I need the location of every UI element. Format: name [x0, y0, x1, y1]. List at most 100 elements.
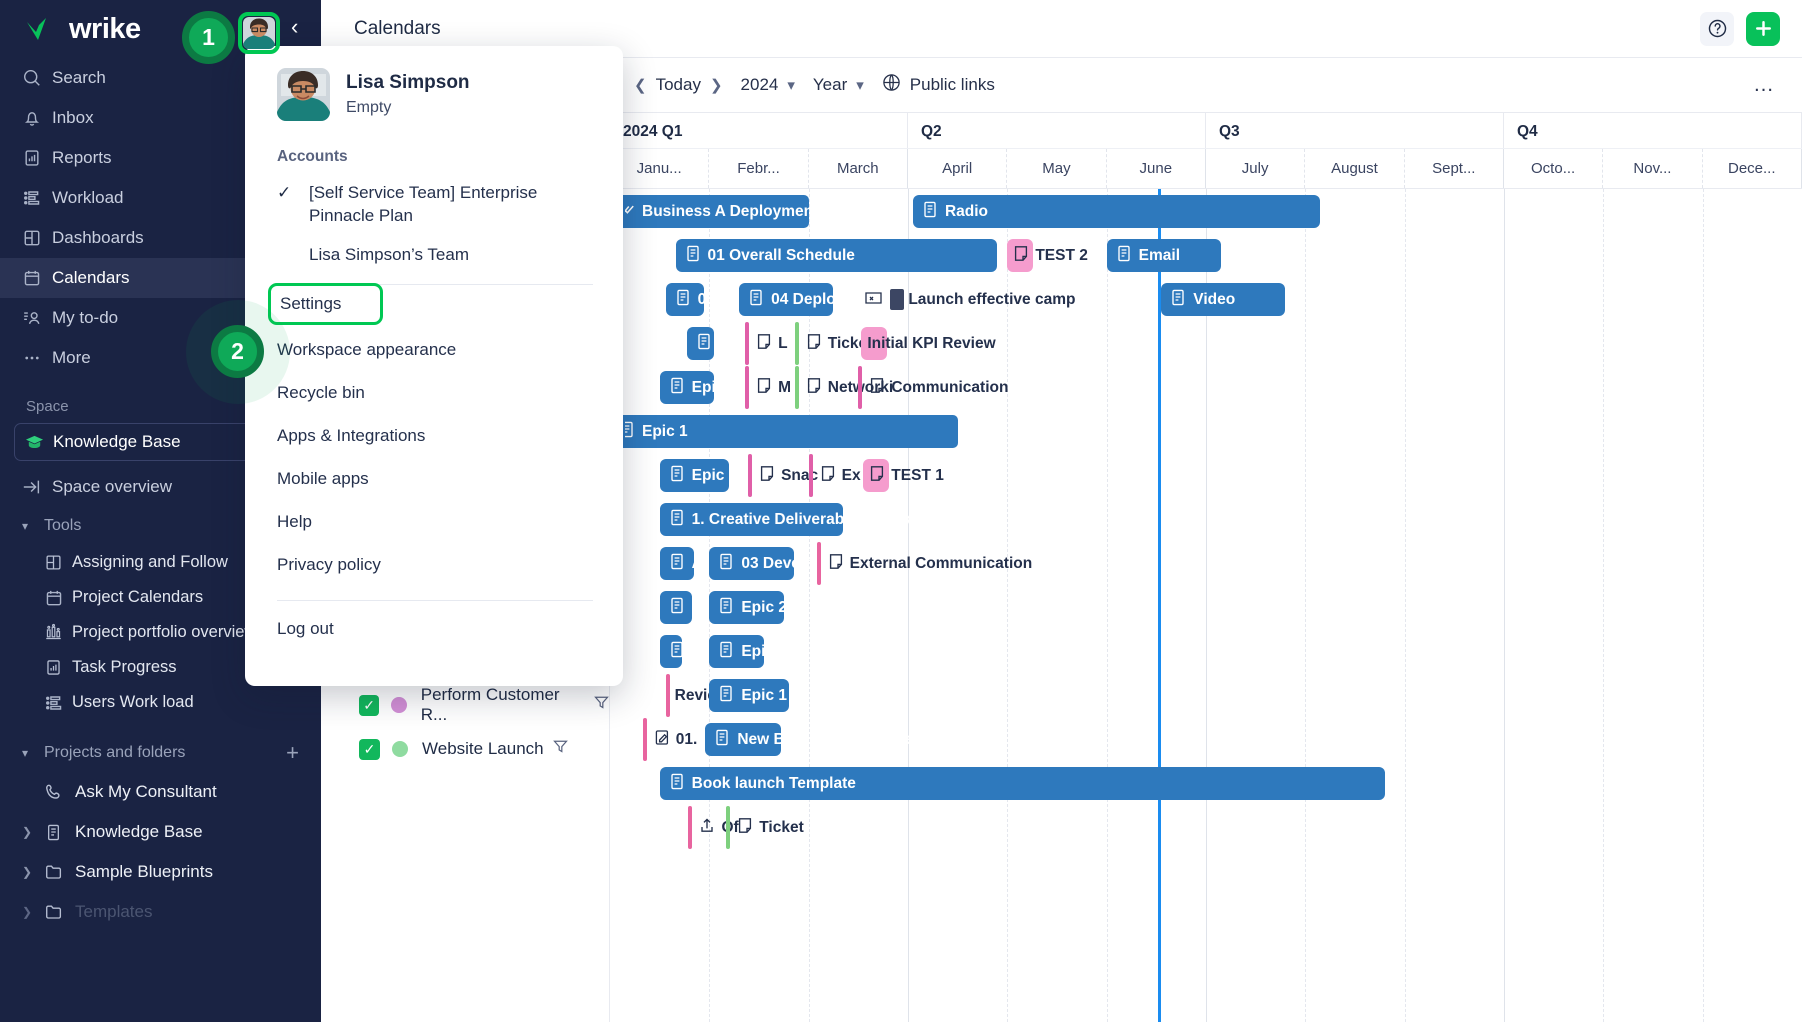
note-icon	[869, 465, 885, 487]
chevron-right-icon[interactable]: ❯	[709, 77, 723, 94]
task-checkbox[interactable]: ✓	[359, 738, 380, 760]
menu-item-mobile-apps[interactable]: Mobile apps	[277, 468, 369, 488]
filter-icon[interactable]	[594, 695, 609, 715]
collapse-sidebar-icon[interactable]: ‹	[291, 14, 299, 39]
create-button[interactable]	[1746, 11, 1780, 46]
today-button[interactable]: Today	[655, 75, 701, 94]
tool-item-project-portfolio-overview[interactable]: Project portfolio overview	[0, 615, 321, 650]
sidebar-item-inbox[interactable]: Inbox	[0, 98, 321, 138]
note-icon	[759, 465, 775, 487]
task-list-item[interactable]: ✓Perform Customer R...	[321, 683, 609, 727]
space-name: Knowledge Base	[53, 432, 181, 451]
gantt-bar[interactable]: Radio	[912, 195, 1321, 228]
avatar-button[interactable]	[243, 17, 275, 49]
account-option[interactable]: Lisa Simpson’s Team	[245, 228, 623, 266]
sidebar-item-more[interactable]: More	[0, 338, 321, 378]
gantt-bar[interactable]: Epic 3	[659, 371, 737, 404]
note-icon	[756, 333, 772, 355]
year-selector[interactable]: 2024 ▾	[741, 75, 795, 95]
gantt-bar[interactable]: Video	[1161, 283, 1286, 316]
scale-selector[interactable]: Year ▾	[813, 75, 864, 95]
gantt-bar[interactable]: Book launch Template	[659, 767, 1385, 800]
month-header-cell: July	[1206, 149, 1306, 188]
task-list-item[interactable]: ✓Website Launch	[321, 727, 609, 771]
gantt-bar[interactable]: Mu	[659, 591, 714, 624]
gantt-bar[interactable]: 02	[687, 327, 737, 360]
project-item-templates[interactable]: ❯Templates	[0, 892, 321, 932]
gantt-bar[interactable]: Ba	[659, 635, 711, 668]
sidebar-item-search[interactable]: Search	[0, 58, 321, 98]
sidebar-item-space-overview[interactable]: Space overview	[0, 467, 321, 507]
sidebar-item-workload[interactable]: Workload	[0, 178, 321, 218]
person-list-icon	[22, 308, 52, 328]
tool-item-users-work-load[interactable]: Users Work load	[0, 685, 321, 720]
add-project-icon[interactable]: +	[286, 740, 299, 765]
sidebar-item-knowledge-base-space[interactable]: Knowledge Base	[14, 423, 307, 461]
tools-group-header[interactable]: ▾ Tools	[0, 507, 321, 545]
gantt-bar[interactable]: Epic 1	[709, 679, 789, 712]
filter-icon[interactable]	[552, 739, 568, 759]
doc-icon	[718, 553, 734, 575]
task-rows: ✓Perform Customer R...✓Website Launch	[321, 683, 609, 771]
quarter-header-cell: 2024 Q1	[610, 113, 908, 148]
projects-group-header[interactable]: ▾ Projects and folders +	[0, 734, 321, 772]
help-button[interactable]	[1700, 11, 1734, 46]
tool-item-project-calendars[interactable]: Project Calendars	[0, 580, 321, 615]
gantt-bar[interactable]: As	[659, 547, 711, 580]
menu-item-help[interactable]: Help	[277, 511, 312, 531]
gantt-bar-label: Communication	[891, 378, 1009, 396]
sidebar-item-dashboards[interactable]: Dashboards	[0, 218, 321, 258]
user-summary[interactable]: Lisa Simpson Empty	[245, 46, 623, 121]
gantt-bar[interactable]: Email	[1106, 239, 1221, 272]
project-item-sample-blueprints[interactable]: ❯Sample Blueprints	[0, 852, 321, 892]
task-checkbox[interactable]: ✓	[359, 694, 380, 716]
gantt-bar-label: TEST 1	[891, 466, 944, 484]
month-header-cell: Sept...	[1405, 149, 1504, 188]
project-item-ask-my-consultant[interactable]: Ask My Consultant	[0, 772, 321, 812]
account-option[interactable]: ✓[Self Service Team] Enterprise Pinnacle…	[245, 166, 623, 228]
calendar-icon	[22, 268, 52, 288]
tool-item-assigning-and-follow[interactable]: Assigning and Follow	[0, 545, 321, 580]
gantt-bar[interactable]: 03 Develop S	[709, 547, 838, 580]
logo[interactable]: wrike	[0, 0, 321, 58]
menu-item-recycle-bin[interactable]: Recycle bin	[277, 382, 365, 402]
sidebar-item-label: My to-do	[52, 308, 119, 327]
gantt-bar[interactable]: 01 Overall Schedule	[675, 239, 998, 272]
gantt-bar[interactable]: Epic 2	[709, 591, 787, 624]
sidebar-item-my-to-do[interactable]: My to-do	[0, 298, 321, 338]
gantt-bar[interactable]: New Blog Content Project	[705, 723, 928, 756]
chevron-left-icon[interactable]: ❮	[634, 77, 647, 94]
logout-menu-item[interactable]: Log out	[277, 618, 334, 638]
report-icon	[22, 148, 52, 168]
gantt-bar[interactable]: Epic 3	[709, 635, 787, 668]
grid-column	[1106, 189, 1108, 1022]
timeline-more-button[interactable]: …	[1753, 72, 1776, 96]
menu-item-apps-integrations[interactable]: Apps & Integrations	[277, 425, 426, 445]
tool-item-task-progress[interactable]: Task Progress	[0, 650, 321, 685]
gantt-bar[interactable]: 1. Creative Deliverables (Mark	[659, 503, 911, 536]
settings-menu-item[interactable]: Settings	[245, 283, 623, 328]
milestone-marker	[808, 454, 813, 497]
gantt-bar[interactable]: Epic 1	[610, 415, 958, 448]
milestone-marker	[858, 366, 863, 409]
gantt-bar[interactable]: 01 Initia	[665, 283, 755, 316]
gantt-bar[interactable]: 04 Deploym	[739, 283, 858, 316]
month-header-cell: Janu...	[610, 149, 710, 188]
chart-icon	[44, 658, 72, 677]
chevron-right-icon[interactable]: ❯	[22, 905, 33, 919]
chevron-right-icon[interactable]: ❯	[22, 825, 33, 839]
step-badge-1: 1	[182, 11, 235, 64]
public-links-button[interactable]: Public links	[882, 73, 995, 97]
gantt-grid[interactable]: Business A Deployment Ti Radio 01 Overall …	[610, 189, 1802, 1022]
menu-item-privacy-policy[interactable]: Privacy policy	[277, 554, 381, 574]
chevron-right-icon[interactable]: ❯	[22, 865, 33, 879]
gantt-bar-label: 01 Overall Schedule	[707, 246, 855, 264]
menu-item-workspace-appearance[interactable]: Workspace appearance	[277, 339, 457, 359]
accounts-list: ✓[Self Service Team] Enterprise Pinnacle…	[245, 166, 623, 266]
project-item-knowledge-base[interactable]: ❯Knowledge Base	[0, 812, 321, 852]
sidebar-item-reports[interactable]: Reports	[0, 138, 321, 178]
gantt-bar[interactable]: Business A Deployment Ti	[610, 195, 836, 228]
gantt-bar[interactable]: Epic 2	[659, 459, 737, 492]
wrike-logo-icon	[27, 18, 46, 40]
